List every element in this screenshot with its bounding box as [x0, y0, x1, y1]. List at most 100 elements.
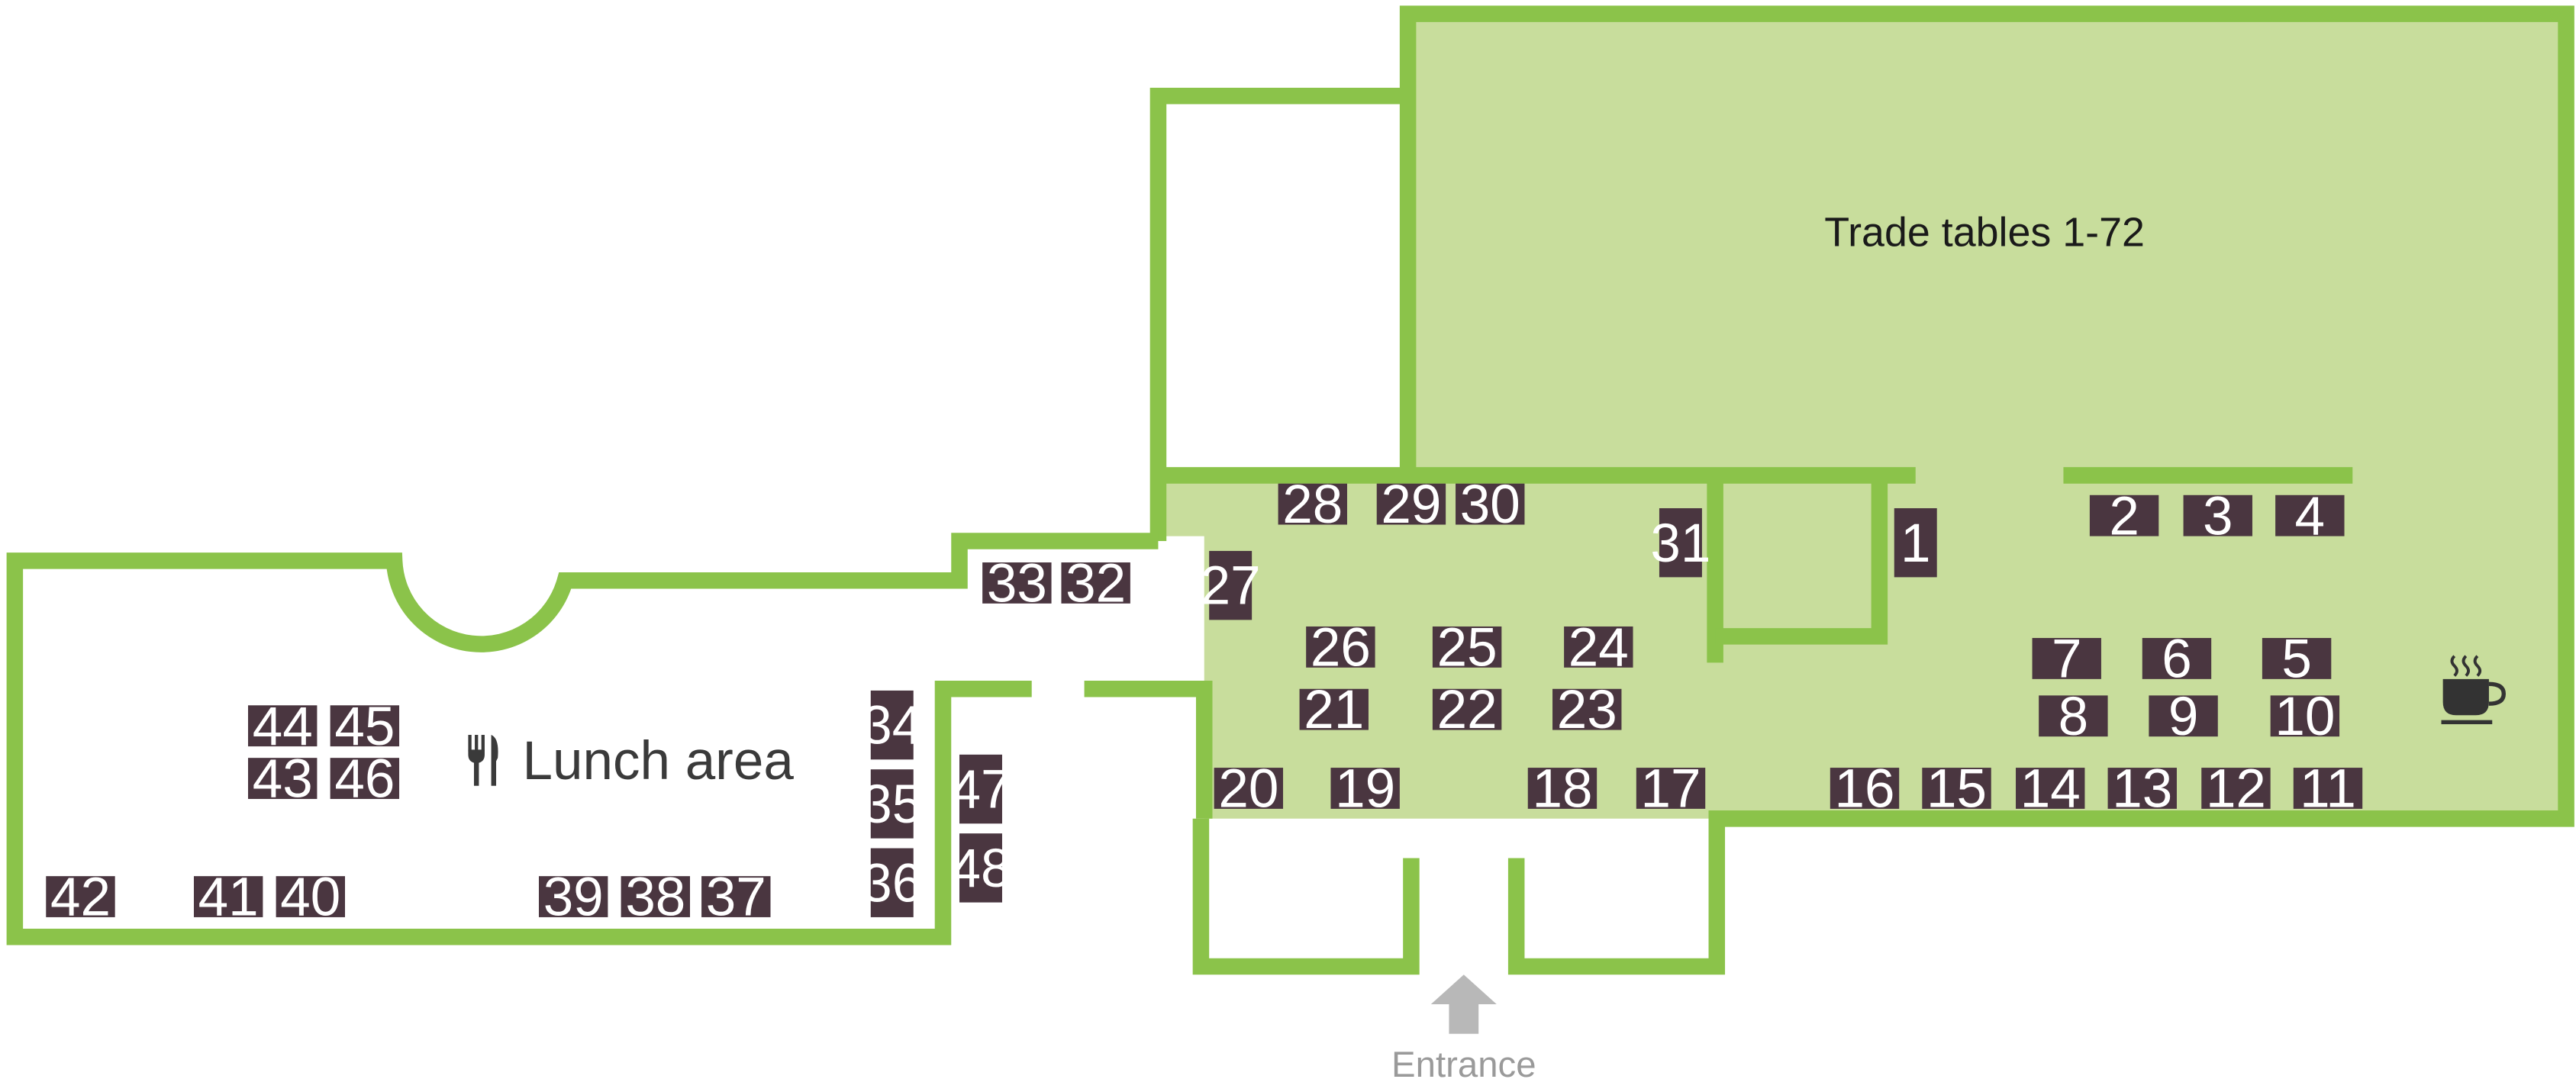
table-box [2089, 494, 2159, 536]
trade-table-39: 39 [538, 868, 608, 928]
table-number: 31 [1650, 514, 1710, 574]
table-number: 28 [1282, 475, 1343, 535]
trade-table-26: 26 [1306, 617, 1375, 678]
table-number: 26 [1311, 617, 1371, 678]
table-number: 41 [198, 868, 259, 928]
table-box [2032, 638, 2101, 679]
trade-table-46: 46 [330, 749, 400, 810]
table-box [276, 876, 346, 917]
table-box [1922, 768, 1991, 809]
coffee-cup-icon [2441, 655, 2506, 725]
table-box [870, 769, 914, 839]
table-number: 6 [2162, 630, 2192, 690]
trade-hall-wall [1399, 5, 2574, 975]
table-box [1894, 507, 1937, 578]
table-number: 25 [1437, 617, 1498, 678]
table-box [538, 876, 608, 917]
table-number: 30 [1460, 475, 1520, 535]
table-box [2201, 768, 2271, 809]
trade-table-34: 34 [862, 690, 922, 760]
table-number: 24 [1568, 617, 1629, 678]
table-box [2262, 638, 2332, 679]
table-number: 36 [862, 853, 922, 913]
trade-table-30: 30 [1456, 475, 1525, 535]
trade-table-25: 25 [1432, 617, 1502, 678]
trade-table-36: 36 [862, 848, 922, 917]
table-number: 27 [1201, 556, 1261, 617]
table-number: 29 [1381, 475, 1441, 535]
table-box [959, 833, 1002, 903]
trade-table-7: 7 [2032, 630, 2101, 690]
table-number: 32 [1066, 554, 1126, 614]
trade-table-20: 20 [1214, 759, 1284, 820]
trade-table-27: 27 [1201, 550, 1261, 620]
table-box [701, 876, 771, 917]
trade-table-48: 48 [950, 833, 1011, 903]
trade-table-47: 47 [950, 754, 1011, 824]
table-number: 48 [950, 839, 1011, 899]
trade-table-4: 4 [2275, 486, 2345, 546]
table-box [1830, 768, 1900, 809]
table-number: 44 [253, 697, 313, 757]
trade-table-13: 13 [2107, 759, 2177, 820]
table-number: 35 [862, 775, 922, 835]
trade-table-8: 8 [2039, 687, 2108, 747]
table-number: 4 [2295, 486, 2326, 546]
table-box [248, 758, 318, 799]
table-box [959, 754, 1002, 824]
table-box [1061, 562, 1130, 604]
trade-table-24: 24 [1564, 617, 1633, 678]
table-box [1552, 688, 1622, 730]
table-box [1432, 688, 1502, 730]
corridor-top-wall [6, 533, 1159, 945]
table-number: 15 [1926, 759, 1987, 820]
table-box [1636, 768, 1706, 809]
trade-table-38: 38 [621, 868, 691, 928]
table-box [2275, 494, 2345, 536]
trade-table-45: 45 [330, 697, 400, 757]
table-box [1278, 483, 1347, 525]
table-number: 10 [2275, 687, 2335, 747]
table-box [330, 705, 400, 747]
table-box [2016, 768, 2085, 809]
trade-table-5: 5 [2262, 630, 2332, 690]
table-number: 33 [987, 554, 1047, 614]
trade-table-35: 35 [862, 769, 922, 839]
table-number: 47 [950, 760, 1011, 820]
table-number: 22 [1437, 680, 1498, 740]
table-box [1209, 550, 1253, 620]
trade-table-41: 41 [193, 868, 263, 928]
trade-table-14: 14 [2016, 759, 2085, 820]
table-number: 8 [2059, 687, 2089, 747]
trade-table-40: 40 [276, 868, 346, 928]
trade-table-3: 3 [2183, 486, 2252, 546]
entrance-left-wall [1192, 818, 1420, 975]
table-number: 2 [2109, 486, 2139, 546]
table-number: 38 [625, 868, 685, 928]
trade-table-19: 19 [1330, 759, 1400, 820]
trade-area-zones [1158, 14, 2567, 819]
trade-table-10: 10 [2270, 687, 2340, 747]
trade-table-12: 12 [2201, 759, 2271, 820]
table-number: 46 [334, 749, 395, 810]
arrow-up-icon [1430, 974, 1497, 1034]
table-box [621, 876, 691, 917]
annex-wall [1149, 87, 1408, 542]
table-number: 39 [543, 868, 604, 928]
trade-table-6: 6 [2142, 630, 2212, 690]
trade-area-label: Trade tables 1-72 [1824, 209, 2145, 255]
table-number: 3 [2203, 486, 2233, 546]
table-box [2183, 494, 2252, 536]
table-box [2149, 695, 2218, 737]
table-box [1659, 507, 1702, 578]
walls [6, 5, 2574, 975]
table-number: 19 [1335, 759, 1395, 820]
entrance-marker: Entrance [1391, 974, 1536, 1085]
inner-room-box [1715, 475, 1888, 645]
table-box [1456, 483, 1525, 525]
table-number: 20 [1218, 759, 1278, 820]
table-number: 9 [2168, 687, 2199, 747]
table-number: 18 [1532, 759, 1592, 820]
